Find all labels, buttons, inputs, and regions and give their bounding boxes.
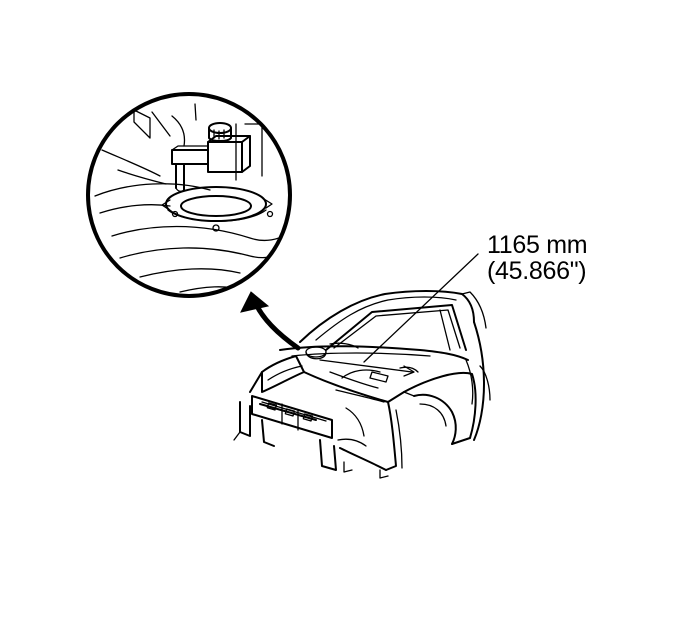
dimension-imperial-label: (45.866")	[487, 257, 587, 285]
callout-arrow	[240, 291, 301, 351]
detail-magnifier	[86, 92, 292, 298]
vehicle-front-body-structure	[233, 253, 491, 479]
dimension-metric-label: 1165 mm	[487, 231, 588, 259]
